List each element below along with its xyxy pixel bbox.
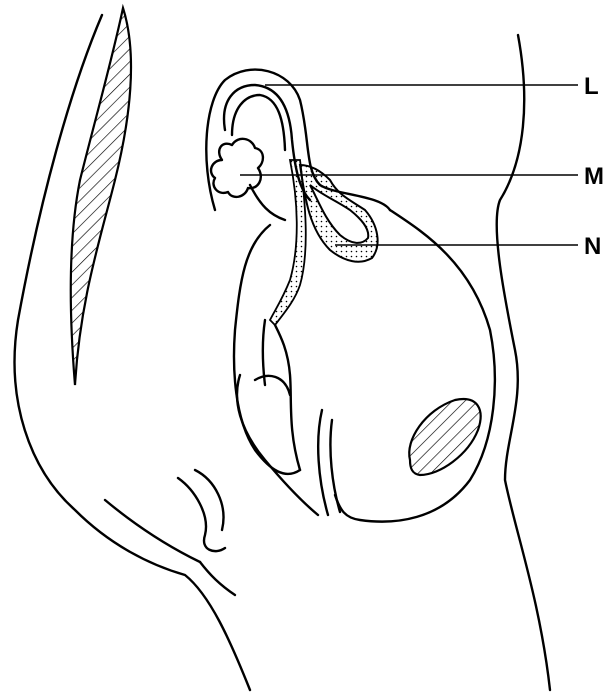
lower-body-contour — [105, 500, 200, 562]
label-M: M — [584, 163, 604, 190]
rectum-inner — [255, 376, 290, 395]
back-outline — [15, 15, 250, 690]
rectum-outline — [237, 375, 318, 515]
uterine-tube-middle — [232, 95, 285, 150]
vaginal-canal-right — [275, 325, 300, 470]
endometrium — [300, 165, 378, 262]
buttock-fold — [195, 470, 223, 530]
uterus-outer — [234, 225, 300, 474]
label-L: L — [584, 73, 599, 100]
vulva-fold-1 — [318, 410, 328, 515]
perineum — [178, 478, 225, 551]
spine-band — [71, 8, 131, 385]
ovary — [211, 139, 263, 197]
pubic-bone — [409, 399, 480, 475]
anterior-abdominal-wall — [497, 35, 550, 690]
vulva-fold-2 — [330, 420, 340, 512]
label-N: N — [584, 233, 601, 260]
cervical-dotted-layer — [270, 160, 306, 325]
lower-body-contour-2 — [200, 562, 235, 595]
ovarian-ligament — [250, 185, 285, 220]
